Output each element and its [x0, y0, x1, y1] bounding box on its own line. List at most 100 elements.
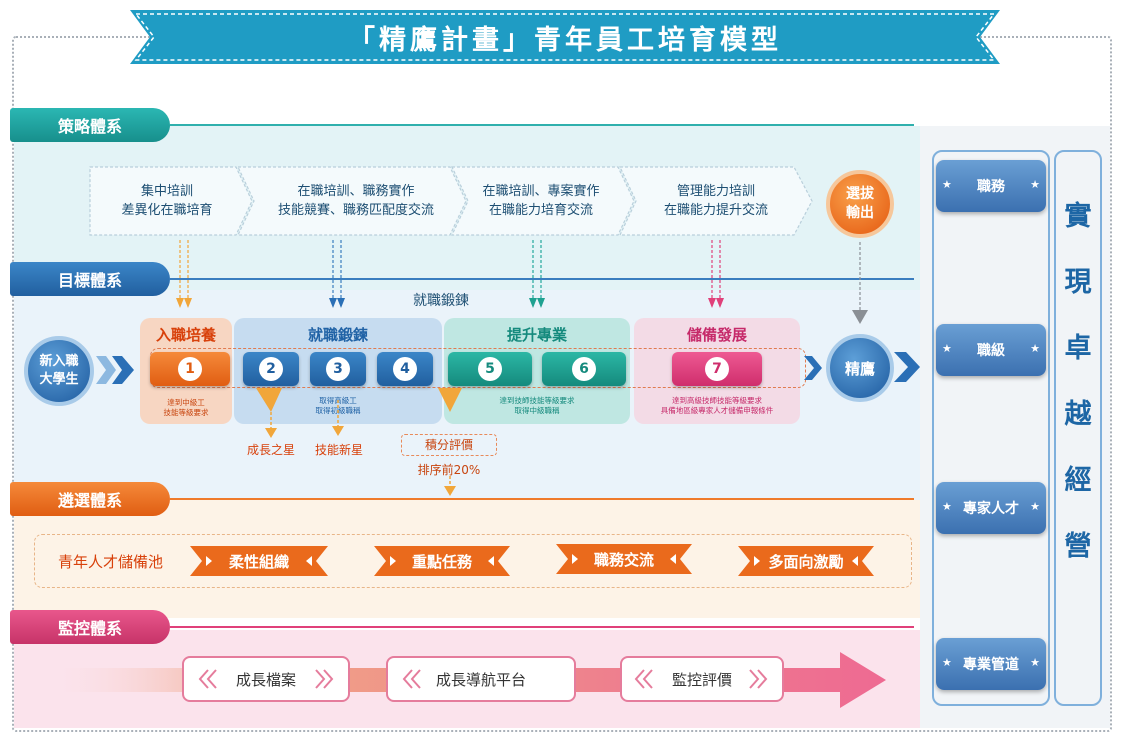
star-icon: ★: [1030, 500, 1040, 513]
right-panel: [920, 126, 1110, 728]
slogan-char-2: 現: [1064, 267, 1092, 298]
step-5-number: 5: [478, 357, 502, 381]
selection-row: [34, 534, 912, 588]
start-node-line1: 新入職: [39, 354, 79, 369]
strategy-item-1: 集中培訓 差異化在職培育: [92, 167, 242, 235]
selection-ribbon-1: [190, 546, 328, 576]
phase-title-onboarding: 入職培養: [155, 326, 216, 344]
monitor-item-nav-platform-label: 成長導航平台: [435, 670, 526, 689]
vertical-slogan: 實 現 卓 越 經 營: [1058, 192, 1098, 572]
phase-note-professional-2: 取得中級職稱: [514, 406, 560, 415]
selection-item-key-task: 重點任務: [411, 552, 472, 571]
step-4-number: 4: [393, 357, 417, 381]
phase-note-onboarding-1: 達到中級工: [167, 398, 205, 407]
star-icon: ★: [942, 178, 952, 191]
monitor-item-nav-platform: 成長導航平台: [386, 656, 576, 702]
talent-pool-label: 青年人才儲備池: [58, 553, 164, 571]
side-button-position: ★ 職務 ★: [936, 160, 1046, 212]
slogan-char-5: 經: [1064, 465, 1092, 496]
side-button-rank-label: 職級: [977, 343, 1005, 359]
slogan-char-1: 實: [1064, 201, 1092, 232]
outcome-funnels: [256, 388, 462, 496]
selection-item-incentive: 多面向激勵: [768, 552, 844, 571]
strategy-system-label: 策略體系: [10, 108, 170, 142]
side-button-rank: ★ 職級 ★: [936, 324, 1046, 376]
phase-note-onboarding: 達到中級工 技能等級要求: [140, 398, 232, 418]
strategy-item-2-line2: 技能競賽、職務匹配度交流: [277, 203, 434, 218]
step-7-number: 7: [705, 357, 729, 381]
start-node-line2: 大學生: [39, 372, 79, 387]
side-button-column: [932, 150, 1050, 706]
phase-note-onboarding-2: 技能等級要求: [163, 408, 209, 417]
strategy-item-4-line1: 管理能力培訓: [676, 184, 755, 199]
vertical-text-column: [1054, 150, 1102, 706]
strategy-line: [170, 124, 914, 126]
phase-note-reserve-2: 具備地區級專家人才儲備申報條件: [660, 406, 774, 415]
selection-item-flex-org: 柔性組織: [228, 552, 289, 571]
slogan-char-6: 營: [1064, 531, 1092, 562]
strategy-item-3-line2: 在職能力培育交流: [488, 203, 593, 218]
side-button-expert-label: 專家人才: [963, 501, 1019, 517]
selection-ribbon-3: [556, 544, 692, 574]
step-6-number: 6: [572, 357, 596, 381]
outcome-growth-star: 成長之星: [246, 443, 295, 457]
chevron-left-icon: [402, 669, 421, 689]
step-1-number: 1: [178, 357, 202, 381]
phase-note-reserve-1: 達到高級技師技能等級要求: [672, 396, 762, 405]
start-node: 新入職 大學生: [24, 336, 94, 406]
step-4: 4: [377, 352, 433, 386]
job-training-top-label: 就職鍛鍊: [413, 293, 469, 309]
selection-ribbon-2: [374, 546, 510, 576]
selection-line: [170, 498, 914, 500]
step-7: 7: [672, 352, 762, 386]
strategy-chevrons: [89, 166, 813, 236]
step-6: 6: [542, 352, 626, 386]
monitor-item-evaluation-label: 監控評價: [671, 670, 732, 689]
outcome-rank: 排序前20%: [417, 463, 481, 477]
chevron-right-icon: [749, 669, 768, 689]
title-banner: [130, 10, 1000, 64]
start-arrow-icon: [96, 356, 134, 384]
star-icon: ★: [1030, 178, 1040, 191]
connector-arrows: [176, 240, 868, 324]
page-title: 「精鷹計畫」青年員工培育模型: [348, 24, 782, 56]
slogan-char-3: 卓: [1064, 333, 1092, 364]
star-icon: ★: [942, 342, 952, 355]
select-output-node: 選拔 輸出: [826, 170, 894, 238]
outcome-score-eval: 積分評價: [401, 434, 497, 456]
pre-end-arrow-icon: [804, 356, 822, 380]
side-button-position-label: 職務: [977, 179, 1005, 195]
strategy-item-1-line2: 差異化在職培育: [121, 203, 213, 218]
strategy-item-2-line1: 在職培訓、職務實作: [297, 184, 415, 199]
phase-note-reserve: 達到高級技師技能等級要求 具備地區級專家人才儲備申報條件: [634, 396, 800, 416]
goal-line: [170, 278, 914, 280]
phase-note-professional: 達到技師技能等級要求 取得中級職稱: [444, 396, 630, 416]
end-node-elite: 精鷹: [826, 334, 894, 402]
select-output-line1: 選拔: [846, 186, 874, 202]
phase-title-professional: 提升專業: [506, 326, 567, 344]
step-2: 2: [243, 352, 299, 386]
selection-ribbon-4: [738, 546, 874, 576]
step-2-number: 2: [259, 357, 283, 381]
step-3: 3: [310, 352, 366, 386]
strategy-item-3: 在職培訓、專案實作 在職能力培育交流: [466, 167, 616, 235]
side-button-expert: ★ 專家人才 ★: [936, 482, 1046, 534]
monitor-item-growth-file-label: 成長檔案: [235, 670, 296, 689]
phase-title-reserve: 儲備發展: [686, 326, 747, 344]
side-button-pathway-label: 專業管道: [963, 657, 1019, 673]
outcome-skill-star: 技能新星: [314, 443, 363, 457]
star-icon: ★: [1030, 656, 1040, 669]
monitor-line: [170, 626, 914, 628]
selection-item-job-rotation: 職務交流: [593, 550, 654, 569]
monitor-system-label: 監控體系: [10, 610, 170, 644]
strategy-item-3-line1: 在職培訓、專案實作: [482, 184, 600, 199]
star-icon: ★: [942, 500, 952, 513]
side-button-pathway: ★ 專業管道 ★: [936, 638, 1046, 690]
star-icon: ★: [1030, 342, 1040, 355]
slogan-char-4: 越: [1064, 399, 1092, 430]
chevron-left-icon: [198, 669, 217, 689]
monitor-item-growth-file: 成長檔案: [182, 656, 350, 702]
select-output-line2: 輸出: [846, 205, 874, 221]
step-1: 1: [150, 352, 230, 386]
goal-system-label: 目標體系: [10, 262, 170, 296]
